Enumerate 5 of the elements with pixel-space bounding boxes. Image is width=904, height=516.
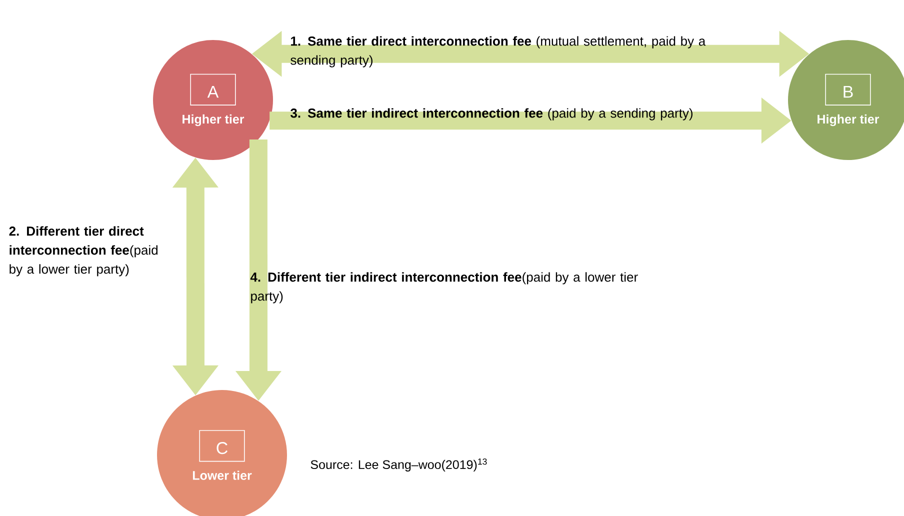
source-note: Source: Lee Sang–woo(2019)$^{13}$	[310, 458, 487, 472]
edge-label: 1. Same tier direct interconnection fee (mutual settlement, paid by a sending party)	[290, 36, 706, 68]
edge-label: 2. Different tier direct interconnection fee(paid by a lower tier party)	[9, 226, 158, 276]
edge-label: 3. Same tier indirect interconnection fee (paid by a sending party)	[290, 108, 692, 120]
edge-label: 4. Different tier indirect interconnection fee(paid by a lower tier party)	[250, 272, 638, 304]
